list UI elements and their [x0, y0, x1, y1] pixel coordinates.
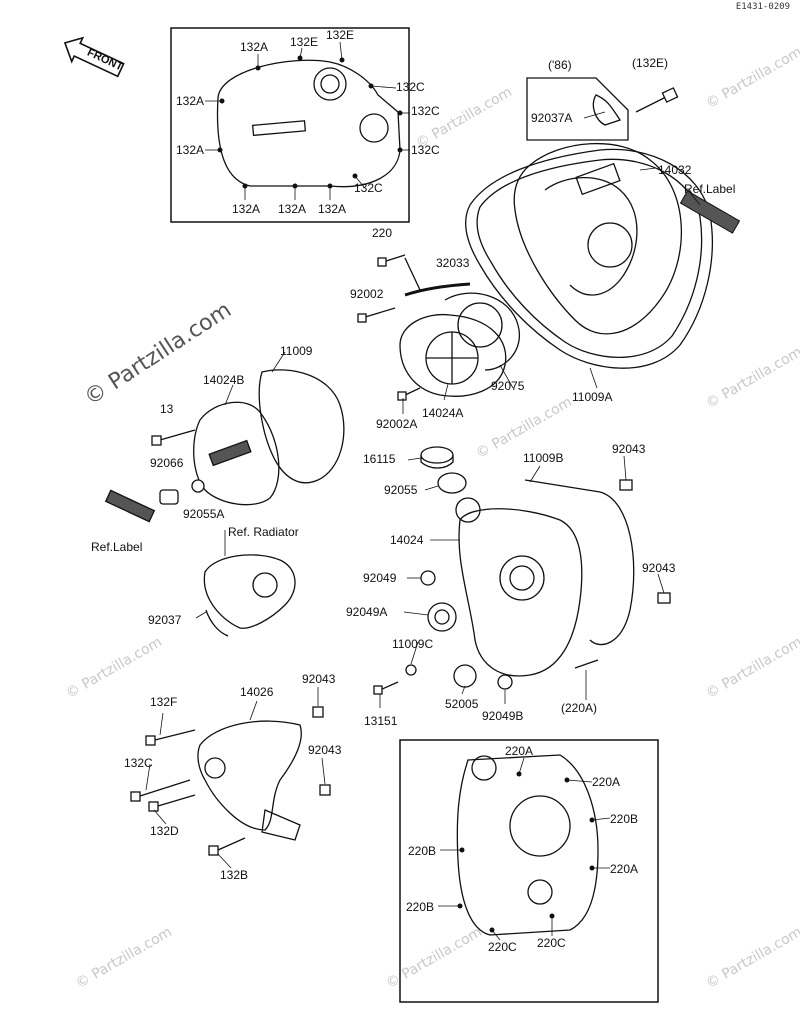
inset-box-bottom [399, 739, 659, 1003]
part-label: Ref.Label [684, 182, 736, 196]
leader-lines [145, 41, 701, 941]
part-label: (132E) [632, 56, 669, 70]
part-label: 132A [176, 94, 205, 108]
part-label: 132B [220, 868, 249, 882]
part-label: 220 [372, 226, 393, 240]
front-arrow-icon [63, 36, 125, 78]
year-86-bracket [526, 77, 629, 141]
part-label: 92043 [612, 442, 646, 456]
part-label: 220C [488, 940, 517, 954]
left-cover-14024b [193, 369, 345, 506]
part-label: 132A [176, 143, 205, 157]
part-label: 132C [411, 104, 440, 118]
part-label: 92037 [148, 613, 182, 627]
part-label: (220A) [561, 701, 598, 715]
oil-cap-16115 [420, 446, 467, 494]
part-label: 132A [232, 202, 261, 216]
drawing-code: E1431-0209 [735, 2, 790, 12]
bolt-132e-right [635, 87, 679, 113]
part-label: 132F [150, 695, 178, 709]
part-label: 220A [610, 862, 639, 876]
part-label: 14026 [240, 685, 274, 699]
part-label: 92049A [346, 605, 388, 619]
part-label: 220A [505, 744, 534, 758]
inset-top-bolts [217, 55, 403, 189]
part-label: 11009B [523, 451, 564, 465]
part-label: 132E [290, 35, 319, 49]
part-label: 11009C [392, 637, 434, 651]
part-label: 13 [160, 402, 174, 416]
part-label: ('86) [548, 58, 572, 72]
left-small-parts [104, 429, 205, 523]
pump-cover-14032-outline [513, 94, 682, 335]
inset-box-top [170, 27, 410, 223]
part-label: 92075 [491, 379, 525, 393]
part-label: Ref.Label [91, 540, 143, 554]
pump-bolts [357, 254, 421, 401]
part-label: 14024 [390, 533, 424, 547]
part-label: 92043 [302, 672, 336, 686]
part-label: 92055 [384, 483, 418, 497]
part-label: 92002 [350, 287, 384, 301]
gasket-11009b [524, 479, 635, 646]
ref-label-tag-right [679, 190, 741, 234]
part-label: 132E [326, 28, 355, 42]
part-label: 132C [411, 143, 440, 157]
part-label: 16115 [363, 452, 396, 466]
part-label: 92002A [376, 417, 418, 431]
part-label: 11009A [572, 390, 613, 404]
part-label: 132A [318, 202, 347, 216]
part-label: 92037A [531, 111, 573, 125]
part-label: 132D [150, 824, 179, 838]
part-label: 132A [278, 202, 307, 216]
part-label: 14024A [422, 406, 464, 420]
part-label: 92043 [642, 561, 676, 575]
part-label: 92066 [150, 456, 184, 470]
part-label: 132C [396, 80, 425, 94]
part-label: 220C [537, 936, 566, 950]
part-label: 92049B [482, 709, 524, 723]
sprocket-cover-14026 [197, 720, 302, 841]
part-label: 14024B [203, 373, 245, 387]
part-label: 52005 [445, 697, 479, 711]
crankcase-small-parts [373, 479, 671, 695]
part-label: 13151 [364, 714, 398, 728]
radiator-pump-outline [203, 554, 296, 637]
hose-32033 [404, 282, 471, 297]
part-label: 32033 [436, 256, 470, 270]
pump-housing-14024a [399, 292, 521, 397]
part-label: 11009 [280, 344, 313, 358]
part-label: 132A [240, 40, 269, 54]
part-label: 220B [406, 900, 435, 914]
crankcase-cover-14024 [455, 497, 583, 677]
part-label: 92043 [308, 743, 342, 757]
bottom-inset-cover [456, 754, 599, 936]
clutch-cover-outline [216, 59, 401, 188]
part-label: 220A [592, 775, 621, 789]
part-label: 14032 [658, 163, 692, 177]
part-label: 132C [124, 756, 153, 770]
part-label: Ref. Radiator [228, 525, 299, 539]
part-label: 132C [354, 181, 383, 195]
part-label: 220B [408, 844, 437, 858]
part-label: 220B [610, 812, 639, 826]
sprocket-cover-bolts [130, 706, 331, 856]
gasket-11009a-outline [465, 148, 713, 369]
part-label: 92055A [183, 507, 225, 521]
part-label: 92049 [363, 571, 397, 585]
